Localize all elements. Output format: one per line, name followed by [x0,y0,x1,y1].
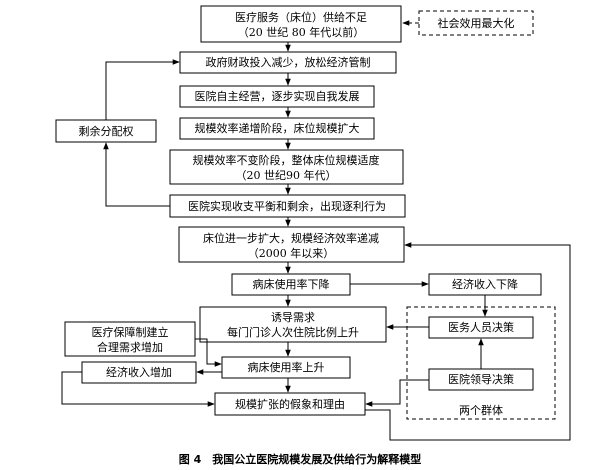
node-staff-decision: 医务人员决策 [428,316,534,339]
node-self-development-label: 医院自主经营，逐步实现自我发展 [195,89,360,103]
arrow-leader-to-expansion-illusion [365,379,429,407]
node-surplus-rights-label: 剩余分配权 [79,124,134,138]
node-bed-usage-decline-label: 病床使用率下降 [253,277,330,291]
node-surplus-rights: 剩余分配权 [55,119,157,143]
node-supply-shortage: 医疗服务（床位）供给不足 （20 世纪 80 年代以前） [200,5,402,43]
arrow-expansion-feedback-to-n7 [365,242,571,441]
node-supply-shortage-line1: 医疗服务（床位）供给不足 [235,10,367,24]
node-induced-demand-line2: 每门门诊人次住院比例上升 [227,325,359,339]
node-income-decline-label: 经济收入下降 [452,277,518,291]
node-diminishing-efficiency: 床位进一步扩大，规模经济效率递减 （2000 年以来） [178,226,405,263]
node-expansion-illusion-label: 规模扩张的假象和理由 [235,397,345,411]
node-bed-usage-rise: 病床使用率上升 [221,356,351,379]
connectors [61,20,571,441]
node-leader-decision-label: 医院领导决策 [448,372,514,386]
node-insurance-system-line1: 医疗保障制建立 [92,325,169,339]
node-social-utility-label: 社会效用最大化 [438,16,515,30]
node-constant-efficiency: 规模效率不变阶段，整体床位规模适度 （20 世纪90 年代） [169,149,404,185]
node-induced-demand: 诱导需求 每门门诊人次住院比例上升 [199,306,387,343]
node-self-development: 医院自主经营，逐步实现自我发展 [179,85,375,108]
node-diminishing-efficiency-line2: （2000 年以来） [248,246,335,260]
node-leader-decision: 医院领导决策 [428,368,534,391]
node-two-groups: 两个群体 [406,306,556,420]
node-supply-shortage-line2: （20 世纪 80 年代以前） [238,25,364,39]
node-reduced-fiscal-input: 政府财政投入减少，放松经济管制 [179,51,397,74]
node-social-utility: 社会效用最大化 [418,10,534,36]
node-insurance-system-line2: 合理需求增加 [97,340,163,354]
node-increasing-efficiency-label: 规模效率递增阶段，床位规模扩大 [195,121,360,135]
node-two-groups-label: 两个群体 [459,403,503,417]
node-profit-seeking-label: 医院实现收支平衡和剩余，出现逐利行为 [188,199,386,213]
node-bed-usage-decline: 病床使用率下降 [231,273,351,296]
node-constant-efficiency-line1: 规模效率不变阶段，整体床位规模适度 [193,153,380,167]
node-diminishing-efficiency-line1: 床位进一步扩大，规模经济效率递减 [203,231,379,245]
node-staff-decision-label: 医务人员决策 [448,320,514,334]
node-increasing-efficiency: 规模效率递增阶段，床位规模扩大 [179,117,375,140]
node-bed-usage-rise-label: 病床使用率上升 [248,360,325,374]
node-income-increase: 经济收入增加 [81,361,197,384]
node-induced-demand-line1: 诱导需求 [271,311,315,324]
node-constant-efficiency-line2: （20 世纪90 年代） [236,168,337,182]
node-income-decline: 经济收入下降 [428,273,542,296]
node-income-increase-label: 经济收入增加 [106,365,172,379]
arrow-insurance-to-bed-usage-rise [195,338,222,367]
node-expansion-illusion: 规模扩张的假象和理由 [214,392,366,416]
node-profit-seeking: 医院实现收支平衡和剩余，出现逐利行为 [169,194,406,218]
arrow-surplus-to-n2 [105,59,180,120]
figure-caption: 图 4 我国公立医院规模发展及供给行为解释模型 [179,452,421,466]
node-reduced-fiscal-input-label: 政府财政投入减少，放松经济管制 [206,55,371,69]
node-insurance-system: 医疗保障制建立 合理需求增加 [64,321,196,357]
arrow-n6-to-surplus [103,142,170,207]
arrow-income-increase-to-expansion-illusion [61,371,215,407]
